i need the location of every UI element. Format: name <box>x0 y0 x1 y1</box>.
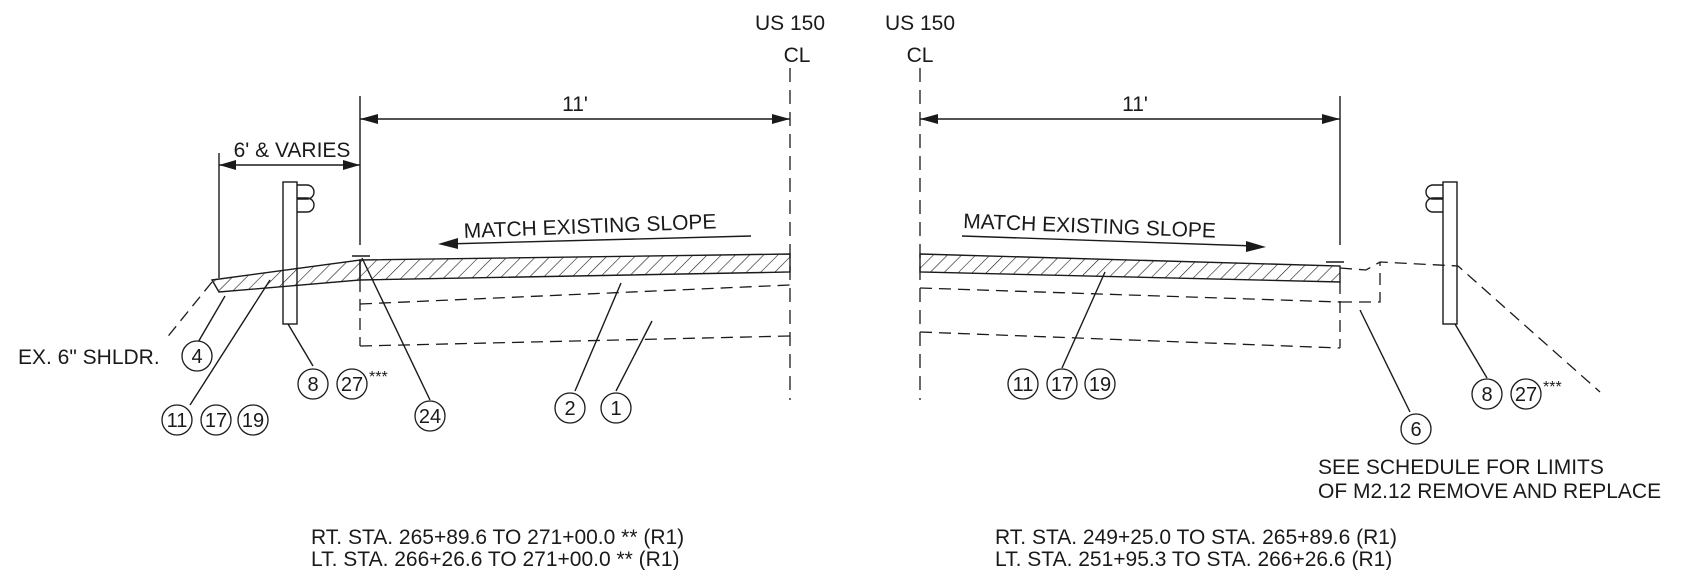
leader-right-11-17-19 <box>1061 271 1106 369</box>
svg-text:27: 27 <box>341 374 363 396</box>
svg-text:17: 17 <box>205 410 227 432</box>
right-existing-base-line <box>919 287 1341 303</box>
svg-text:11: 11 <box>1013 374 1034 396</box>
right-lane-width-label: 11' <box>1122 93 1148 116</box>
callout-4: 4 <box>181 340 213 372</box>
left-lane-overlay <box>359 253 791 281</box>
left-station-line-1: RT. STA. 265+89.6 TO 271+00.0 ** (R1) <box>311 526 684 549</box>
callout-right-19: 19 <box>1084 368 1116 400</box>
left-asterisks: *** <box>369 369 388 386</box>
svg-text:1: 1 <box>610 398 621 420</box>
right-lane-arrow-right <box>1322 114 1340 124</box>
leader-right-8-27 <box>1454 323 1488 379</box>
right-cl-label: CL <box>907 44 934 67</box>
leader-4 <box>196 295 226 345</box>
callout-17: 17 <box>200 404 232 436</box>
svg-text:27: 27 <box>1515 384 1537 406</box>
svg-text:24: 24 <box>419 406 441 428</box>
left-lane-width-label: 11' <box>562 93 588 116</box>
left-lane-arrow-left <box>360 114 378 124</box>
svg-text:4: 4 <box>191 346 202 368</box>
left-lane-arrow-right <box>772 114 790 124</box>
svg-text:6: 6 <box>1410 419 1421 441</box>
leader-11-17-19 <box>189 279 271 406</box>
left-existing-base-line <box>359 284 791 305</box>
left-shoulder-overlay <box>210 259 361 293</box>
left-guardrail-blockout <box>297 184 315 213</box>
svg-text:8: 8 <box>1481 384 1492 406</box>
svg-text:19: 19 <box>242 410 264 432</box>
shoulder-arrow-right <box>343 160 360 170</box>
right-slope-arrow-shaft <box>961 235 1256 247</box>
schedule-note-line-2: OF M2.12 REMOVE AND REPLACE <box>1318 480 1661 503</box>
left-section: US 150 CL 11' 6' & VARIES MATCH EXISTING… <box>18 12 825 570</box>
leader-24 <box>361 257 431 401</box>
shoulder-arrow-left <box>219 160 236 170</box>
callout-8: 8 <box>297 368 329 400</box>
callout-11: 11 <box>161 404 193 436</box>
left-cl-label: CL <box>784 44 811 67</box>
right-cl-route-label: US 150 <box>885 12 955 35</box>
right-guardrail-blockout <box>1425 184 1443 213</box>
right-slope-arrowhead <box>1246 241 1266 252</box>
callout-19: 19 <box>237 404 269 436</box>
left-existing-subbase-line <box>359 335 791 347</box>
right-station-line-1: RT. STA. 249+25.0 TO STA. 265+89.6 (R1) <box>995 526 1397 549</box>
callout-right-11: 11 <box>1007 368 1039 400</box>
left-foreslope-line <box>164 281 213 341</box>
ex-shoulder-note: EX. 6" SHLDR. <box>18 346 160 369</box>
callout-24: 24 <box>414 400 446 432</box>
left-cl-route-label: US 150 <box>755 12 825 35</box>
callout-right-27: 27 <box>1510 378 1542 410</box>
right-guardrail-post <box>1442 181 1458 325</box>
svg-text:17: 17 <box>1051 374 1073 396</box>
right-existing-subbase-line <box>919 331 1341 349</box>
left-slope-arrowhead <box>438 238 458 249</box>
right-shoulder-outline <box>1339 261 1601 393</box>
leader-8-27 <box>287 323 314 367</box>
left-guardrail-post <box>282 181 298 325</box>
leader-2 <box>574 282 622 392</box>
callout-6: 6 <box>1400 413 1432 445</box>
left-slope-arrow-shaft <box>444 235 752 245</box>
svg-text:11: 11 <box>167 410 188 432</box>
callout-1: 1 <box>600 392 632 424</box>
left-station-line-2: LT. STA. 266+26.6 TO 271+00.0 ** (R1) <box>311 548 680 570</box>
svg-text:8: 8 <box>307 374 318 396</box>
callout-right-8: 8 <box>1471 378 1503 410</box>
right-shoulder-notch <box>1340 262 1381 303</box>
right-asterisks: *** <box>1543 379 1562 396</box>
schedule-note-line-1: SEE SCHEDULE FOR LIMITS <box>1318 456 1604 479</box>
right-station-line-2: LT. STA. 251+95.3 TO STA. 266+26.6 (R1) <box>995 548 1392 570</box>
leader-1 <box>615 320 653 392</box>
svg-text:2: 2 <box>564 398 575 420</box>
svg-text:19: 19 <box>1089 374 1111 396</box>
callout-27: 27 <box>336 368 368 400</box>
right-lane-arrow-left <box>920 114 938 124</box>
leader-6 <box>1359 309 1411 413</box>
callout-right-17: 17 <box>1046 368 1078 400</box>
right-section: US 150 CL 11' MATCH EXISTING SLOPE 11 <box>885 12 1661 570</box>
callout-2: 2 <box>554 392 586 424</box>
shoulder-width-label: 6' & VARIES <box>234 139 351 162</box>
right-lane-overlay <box>919 253 1341 283</box>
